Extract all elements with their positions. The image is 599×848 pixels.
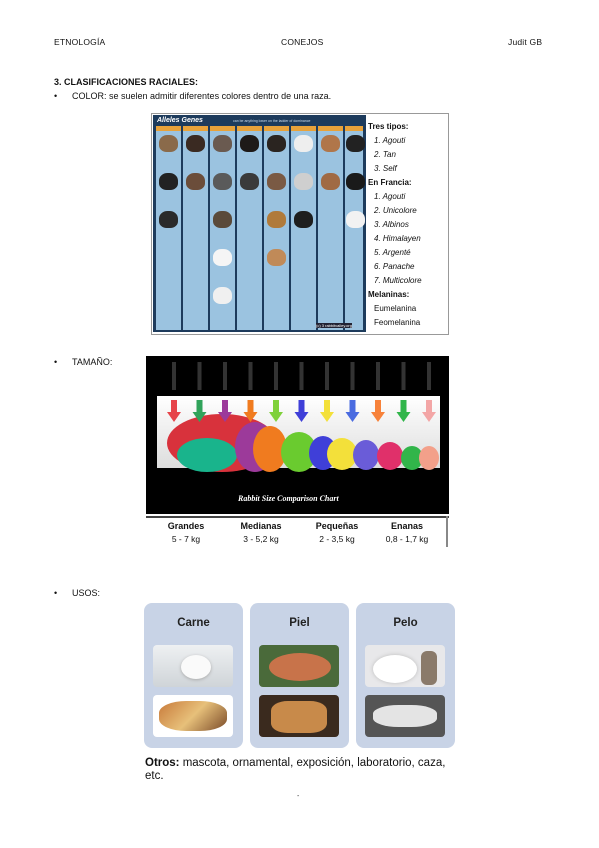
size-arrow-head [294,412,309,422]
francia-title: En Francia: [368,178,412,187]
size-arrow-head [218,412,232,422]
otros-list: mascota, ornamental, exposición, laborat… [145,757,446,782]
size-arrow-head [192,412,207,422]
divider [446,516,448,547]
bullet-tamano-text: TAMAÑO: [72,357,113,367]
tres-tipos-item: 2. Tan [374,150,396,159]
size-arrow-head [167,412,181,422]
alleles-grid-subtitle: can be anything lower on the ladder of d… [233,119,311,123]
breed-label-placeholder [274,362,278,390]
tres-tipos-title: Tres tipos: [368,122,409,131]
usos-card-title: Piel [289,617,310,629]
size-category-value: 2 - 3,5 kg [319,534,355,544]
size-category-name: Grandes [167,521,205,531]
bullet-usos-text: USOS: [72,588,101,598]
francia-item: 3. Albinos [374,220,409,229]
breed-label-placeholder [350,362,355,390]
bullet-color-text: COLOR: se suelen admitir diferentes colo… [72,91,332,101]
breed-label-placeholder [325,362,329,390]
grid-watermark: (c) 3 rabbitvalley.org [316,323,352,328]
size-arrow-head [243,412,258,422]
usos-card-title: Carne [177,617,210,629]
size-arrow-head [345,412,360,422]
size-arrow-shaft [298,400,305,412]
white-rabbit-photo [153,645,233,687]
page-mark: - [297,793,300,800]
bullet-usos: •USOS: [54,588,101,598]
size-arrow-head [371,412,385,422]
size-arrow-shaft [426,400,432,412]
size-category-name: Enanas [390,521,423,531]
melaninas-title: Melaninas: [368,290,410,299]
rabbit-size-chart-image: Rabbit Size Comparison Chart [146,356,449,514]
size-arrow-shaft [400,400,407,412]
usos-card-title: Pelo [393,617,418,629]
tres-tipos-item: 1. Agouti [374,136,406,145]
rabbit-dish-photo [153,695,233,737]
breed-label-placeholder [376,362,380,390]
color-figure: Alleles Genes can be anything lower on t… [151,113,449,335]
fur-garment-photo [259,695,339,737]
breed-label-placeholder [401,362,406,390]
size-arrow-shaft [222,400,228,412]
size-arrow-head [422,412,436,422]
size-arrow-shaft [196,400,203,412]
tres-tipos-item: 3. Self [374,164,397,173]
size-arrow-head [320,412,334,422]
size-category-medianas: Medianas 3 - 5,2 kg [226,521,296,544]
usos-card-piel: Piel [250,603,349,748]
angora-rabbit-photo [365,645,445,687]
size-arrow-shaft [273,400,279,412]
breed-label-placeholder [172,362,176,390]
wool-photo [365,695,445,737]
size-arrow-shaft [171,400,177,412]
size-category-value: 3 - 5,2 kg [243,534,279,544]
francia-item: 5. Argenté [374,248,411,257]
color-classification-list: Tres tipos: 1. Agouti 2. Tan 3. Self En … [368,120,422,330]
size-category-grandes: Grandes 5 - 7 kg [151,521,221,544]
breed-label-placeholder [223,362,227,390]
usos-card-pelo: Pelo [356,603,455,748]
size-arrow-head [396,412,411,422]
size-arrow-shaft [375,400,381,412]
francia-item: 1. Agouti [374,192,406,201]
size-category-value: 5 - 7 kg [171,534,201,544]
size-arrow-head [269,412,283,422]
size-arrow-shaft [324,400,330,412]
breed-label-placeholder [197,362,202,390]
header-left: ETNOLOGÍA [54,37,106,47]
bullet-tamano: •TAMAÑO: [54,357,113,367]
otros-label: Otros: [145,757,180,769]
francia-item: 4. Himalayen [374,234,421,243]
size-chart-title: Rabbit Size Comparison Chart [238,494,339,503]
otros-usos-text: Otros: mascota, ornamental, exposición, … [145,757,455,783]
francia-item: 7. Multicolore [374,276,422,285]
melaninas-item: Feomelanina [374,318,421,327]
size-categories: Grandes 5 - 7 kg Medianas 3 - 5,2 kg Peque… [146,516,449,548]
size-category-value: 0,8 - 1,7 kg [385,534,429,544]
breed-label-placeholder [299,362,304,390]
bullet-color: •COLOR: se suelen admitir diferentes col… [54,91,332,101]
header-right: Judit GB [508,37,543,47]
breed-label-placeholder [427,362,431,390]
alleles-grid-title: Alleles Genes [157,117,203,124]
header-center: CONEJOS [281,37,324,47]
section-title: 3. CLASIFICACIONES RACIALES: [54,77,199,87]
fur-rabbit-photo [259,645,339,687]
size-arrow-shaft [247,400,254,412]
francia-item: 2. Unicolore [374,206,417,215]
francia-item: 6. Panache [374,262,415,271]
size-category-name: Pequeñas [315,521,359,531]
alleles-grid-image: Alleles Genes can be anything lower on t… [153,115,366,332]
melaninas-item: Eumelanina [374,304,417,313]
breed-label-placeholder [248,362,253,390]
size-category-name: Medianas [240,521,282,531]
size-arrow-shaft [349,400,356,412]
size-category-enanas: Enanas 0,8 - 1,7 kg [372,521,442,544]
size-arrows [167,362,436,422]
usos-card-carne: Carne [144,603,243,748]
size-category-pequenas: Pequeñas 2 - 3,5 kg [302,521,372,544]
